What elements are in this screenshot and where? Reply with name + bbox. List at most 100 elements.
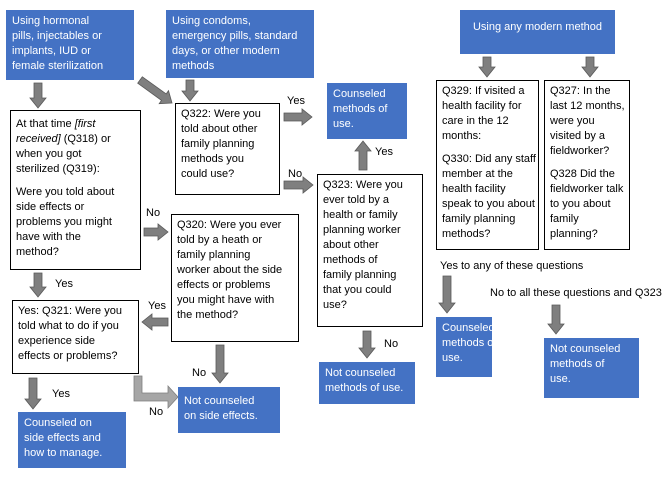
box-line: Not counseled bbox=[184, 395, 255, 407]
box-line: received] (Q318) or bbox=[16, 132, 135, 147]
arrow-q320-yes bbox=[141, 313, 169, 331]
q320-box: Q320: Were you ever told by a heath or f… bbox=[171, 214, 299, 342]
box-line: Using condoms, bbox=[172, 15, 251, 27]
box-line: were you bbox=[550, 115, 595, 127]
box-line: that you could bbox=[323, 284, 392, 296]
q318-text-pre: At that time bbox=[16, 118, 75, 130]
box-line: sterilized (Q319): bbox=[16, 163, 100, 175]
box-line: have with the bbox=[16, 231, 81, 243]
box-line: last 12 months, bbox=[550, 100, 625, 112]
box-line: Counseled on bbox=[24, 417, 92, 429]
box-line: months: bbox=[442, 130, 482, 142]
box-line: to you about bbox=[550, 198, 611, 210]
box-line: days, or other modern bbox=[172, 45, 280, 57]
condoms-methods-box: Using condoms, emergency pills, standard… bbox=[166, 10, 314, 78]
q322-box: Q322: Were you told about other family p… bbox=[175, 103, 280, 195]
arrow-q321-no-elbow bbox=[133, 375, 179, 410]
arrow-any-to-q327 bbox=[581, 56, 599, 78]
counseled-methods-right-box: Counseled methods of use. bbox=[436, 317, 496, 377]
box-line: Counseled bbox=[442, 322, 495, 334]
box-line: use? bbox=[323, 299, 347, 311]
q323-box: Q323: Were you ever told by a health or … bbox=[317, 174, 423, 327]
q318-q319-box: At that time [first received] (Q318) or … bbox=[10, 110, 141, 270]
box-line: emergency pills, standard bbox=[172, 30, 298, 42]
label-no-all: No to all these questions and Q323 bbox=[490, 287, 662, 299]
arrow-q318-no bbox=[143, 223, 169, 241]
box-line: At that time [first bbox=[16, 117, 135, 132]
box-line: health facility bbox=[442, 183, 506, 195]
box-line: health facility for bbox=[442, 100, 522, 112]
box-line: side effects and bbox=[24, 432, 101, 444]
arrow-q321-yes bbox=[24, 377, 42, 410]
box-line: health or family bbox=[323, 209, 398, 221]
box-line: implants, IUD or bbox=[12, 45, 91, 57]
box-line: told what to do if you bbox=[18, 320, 119, 332]
box-line: methods of bbox=[550, 358, 605, 370]
arrow-condoms-to-q322 bbox=[137, 76, 173, 105]
label-yes-any: Yes to any of these questions bbox=[440, 260, 584, 272]
box-line: use. bbox=[442, 352, 463, 364]
box-line: speak to you about bbox=[442, 198, 535, 210]
arrow-no-all bbox=[547, 304, 565, 335]
box-line: Were you told about bbox=[16, 186, 115, 198]
box-line: care in the 12 bbox=[442, 115, 509, 127]
box-line: about other bbox=[323, 239, 379, 251]
box-line: effects or problems bbox=[177, 279, 271, 291]
box-line: planning worker bbox=[323, 224, 401, 236]
box-line: methods bbox=[172, 60, 215, 72]
any-modern-method-box: Using any modern method bbox=[460, 10, 615, 54]
label-yes-q318: Yes bbox=[55, 278, 73, 290]
box-line: Q323: Were you bbox=[323, 179, 403, 191]
box-line: member at the bbox=[442, 168, 513, 180]
box-line: Q320: Were you ever bbox=[177, 219, 282, 231]
box-line: fieldworker talk bbox=[550, 183, 624, 195]
label-no-q323: No bbox=[384, 338, 399, 350]
box-line: family bbox=[550, 213, 579, 225]
box-line: method? bbox=[16, 246, 59, 258]
label-no-q321: No bbox=[149, 406, 164, 418]
arrow-hormonal-to-q318 bbox=[29, 82, 47, 109]
box-line: pills, injectables or bbox=[12, 30, 102, 42]
q321-box: Yes: Q321: Were you told what to do if y… bbox=[12, 300, 139, 374]
box-line: use. bbox=[333, 118, 354, 130]
label-no-q322: No bbox=[288, 168, 303, 180]
box-line: methods? bbox=[442, 228, 491, 240]
label-yes-q323-up: Yes bbox=[375, 146, 393, 158]
q318-text-em2: received] bbox=[16, 133, 61, 145]
label-yes-q322: Yes bbox=[287, 95, 305, 107]
box-line: how to manage. bbox=[24, 447, 103, 459]
label-yes-q320: Yes bbox=[148, 300, 166, 312]
arrow-condoms-down bbox=[181, 79, 199, 102]
box-line: told by a heath or bbox=[177, 234, 263, 246]
arrow-q318-yes bbox=[29, 272, 47, 298]
box-line: family planning bbox=[181, 138, 255, 150]
label-yes-q321: Yes bbox=[52, 388, 70, 400]
box-line: told about other bbox=[181, 123, 258, 135]
label-no-q318: No bbox=[146, 207, 161, 219]
box-line: on side effects. bbox=[184, 410, 258, 422]
box-line: worker about the side bbox=[177, 264, 283, 276]
box-line: family planning bbox=[177, 249, 251, 261]
arrow-any-to-q329 bbox=[478, 56, 496, 78]
box-line: could use? bbox=[181, 168, 235, 180]
arrow-yes-any bbox=[438, 275, 456, 314]
box-line: family planning bbox=[442, 213, 516, 225]
arrow-q323-yes-up bbox=[354, 140, 372, 171]
box-line: side effects or bbox=[16, 201, 85, 213]
box-line: Not counseled bbox=[550, 343, 621, 355]
box-line: Counseled bbox=[333, 88, 386, 100]
box-line: Q330: Did any staff bbox=[442, 153, 536, 165]
box-line: the method? bbox=[177, 309, 239, 321]
arrow-q320-no bbox=[211, 344, 229, 384]
box-line: problems you might bbox=[16, 216, 112, 228]
box-line: fieldworker? bbox=[550, 145, 610, 157]
counseled-methods-top-box: Counseled methods of use. bbox=[327, 83, 407, 139]
box-line: when you got bbox=[16, 148, 82, 160]
label-no-q320: No bbox=[192, 367, 207, 379]
q318-text-em: [first bbox=[74, 118, 96, 130]
arrow-q323-no bbox=[358, 330, 376, 359]
box-line: you might have with bbox=[177, 294, 275, 306]
arrow-q322-no bbox=[283, 176, 314, 194]
q329-q330-box: Q329: If visited a health facility for c… bbox=[436, 80, 539, 250]
q327-q328-box: Q327: In the last 12 months, were you vi… bbox=[544, 80, 630, 250]
